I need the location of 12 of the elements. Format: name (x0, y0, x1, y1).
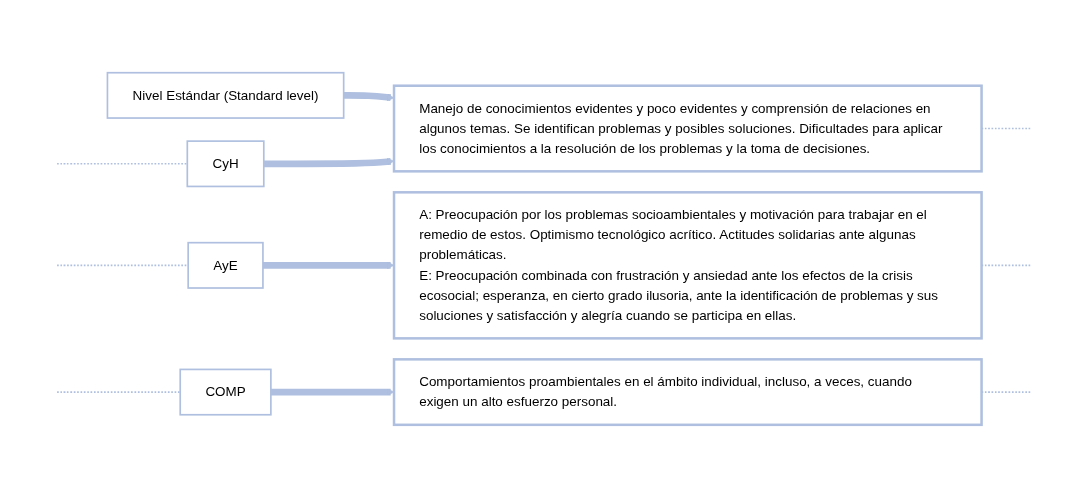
arrow (263, 158, 395, 168)
node-box: Comportamientos proambientales en el ámbito individual, incluso, a veces, cuando exigen un alto esfuerzo personal. (392, 358, 983, 427)
node-box: CyH (186, 140, 265, 188)
arrow (270, 388, 395, 396)
node-box: A: Preocupación por los problemas socioambientales y motivación para trabajar en el remedio de estos. Optimismo tecnológico acrítico. Actitudes solidarias ante algunas problemáticas. E: Preocupación combinada con frustración y ansiedad ante los efectos de la crisis ecosocial; esperanza, en cierto grado ilusoria, ante la identificación de problemas y sus soluciones y satisfacción y alegría cuando se participa en ellas. (392, 191, 983, 340)
node-box: COMP (179, 368, 272, 416)
connector (56, 264, 189, 267)
arrow (343, 92, 395, 102)
node-box: Manejo de conocimientos evidentes y poco evidentes y comprensión de relaciones en algunos temas. Se identifican problemas y posibles soluciones. Dificultades para aplicar los conocimientos a la resolución de los problemas y la toma de decisiones. (392, 84, 983, 173)
node-box: AyE (187, 242, 264, 290)
node-box: Nivel Estándar (Standard level) (106, 72, 345, 120)
arrow (262, 261, 395, 270)
